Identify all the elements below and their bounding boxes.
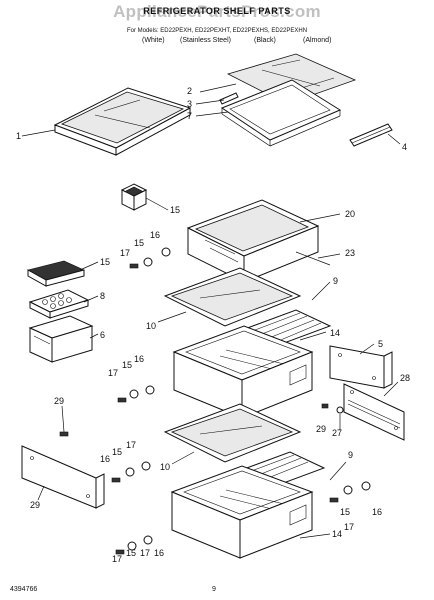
callout-8: 8 [100, 291, 105, 301]
callout-10b: 10 [160, 462, 170, 472]
page-number: 9 [212, 586, 216, 593]
hardware-fasteners [59, 247, 371, 555]
part-number: 4394766 [10, 586, 38, 593]
leader-lines [21, 83, 401, 539]
drawer-part-14-lower [170, 465, 314, 559]
callout-9a: 9 [333, 276, 338, 286]
callout-3: 3 [187, 99, 192, 109]
callout-17f: 17 [140, 548, 150, 558]
glass-shelf-part-10-upper [163, 267, 302, 327]
callout-29a: 29 [316, 424, 326, 434]
callout-27: 27 [332, 428, 342, 438]
variant-white: (White) [142, 37, 165, 44]
callout-2: 2 [187, 86, 192, 96]
storage-bin-part-6 [28, 315, 94, 363]
callout-9b: 9 [348, 450, 353, 460]
variant-almond: (Almond) [303, 37, 332, 44]
model-list: For Models: ED22PEXH, ED22PEXHT, ED22PEX… [126, 28, 308, 34]
bracket-part-28 [21, 445, 105, 509]
callout-17a: 17 [120, 248, 130, 258]
cover-part-12 [27, 260, 85, 287]
callout-17c: 17 [126, 440, 136, 450]
callout-28: 29 [30, 500, 40, 510]
callout-15e: 15 [126, 548, 136, 558]
drawer-part-14-upper [172, 325, 314, 419]
callout-4: 4 [402, 142, 407, 152]
variant-black: (Black) [254, 37, 276, 44]
shelf-frame-part-7 [219, 79, 342, 147]
rod-part-23 [295, 251, 331, 266]
callout-14b: 14 [332, 529, 342, 539]
callout-16d: 16 [372, 507, 382, 517]
callout-15b: 15 [122, 360, 132, 370]
callout-15c: 15 [112, 447, 122, 457]
callout-7: 7 [187, 111, 192, 121]
callout-25: 28 [400, 373, 410, 383]
glass-shelf-part-10-lower [163, 403, 302, 463]
variant-stainless: (Stainless Steel) [180, 37, 231, 44]
callout-16b: 16 [134, 354, 144, 364]
callout-17e: 17 [112, 554, 122, 564]
callout-1: 1 [16, 131, 21, 141]
callout-12: 15 [100, 257, 110, 267]
callout-17d: 17 [344, 522, 354, 532]
callout-29b: 29 [54, 396, 64, 406]
crisper-pan-part-20 [186, 199, 320, 283]
callout-23: 23 [345, 248, 355, 258]
callout-labels: 1 2 3 7 4 15 20 23 16 15 17 15 8 6 9 10 … [16, 86, 410, 564]
callout-17b: 17 [108, 368, 118, 378]
egg-tray-part-8 [28, 289, 90, 319]
callout-16a: 16 [150, 230, 160, 240]
callout-11: 15 [170, 205, 180, 215]
callout-16c: 16 [100, 454, 110, 464]
callout-5: 5 [378, 339, 383, 349]
shelf-glass-part-1 [53, 87, 192, 156]
rail-part-4 [349, 123, 393, 147]
bracket-part-11 [120, 183, 148, 211]
bracket-part-25 [343, 383, 405, 441]
callout-14a: 14 [330, 328, 340, 338]
callout-16e: 16 [154, 548, 164, 558]
callout-10a: 10 [146, 321, 156, 331]
diagram-title: REFRIGERATOR SHELF PARTS [143, 6, 291, 16]
watermark: AppliancePartsPros.com [113, 2, 321, 21]
callout-6: 6 [100, 330, 105, 340]
callout-15a: 15 [134, 238, 144, 248]
callout-20: 20 [345, 209, 355, 219]
bracket-part-5 [329, 345, 393, 389]
callout-15d: 15 [340, 507, 350, 517]
